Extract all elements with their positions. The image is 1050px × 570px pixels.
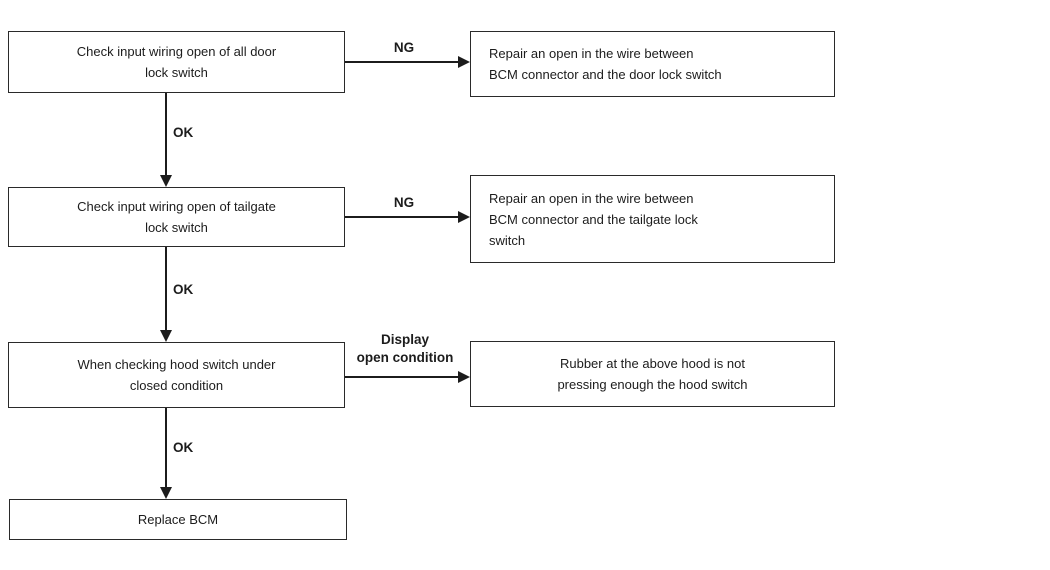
edge-label-ok-3: OK — [173, 440, 194, 455]
arrowhead-down-icon — [160, 175, 172, 187]
edge-label-ok-1: OK — [173, 125, 194, 140]
arrowhead-right-icon — [458, 211, 470, 223]
node-repair-door-lock-wire: Repair an open in the wire between BCM c… — [470, 31, 835, 97]
node-repair-tailgate-lock-wire: Repair an open in the wire between BCM c… — [470, 175, 835, 263]
connector-ok2-line — [165, 247, 167, 331]
arrowhead-right-icon — [458, 371, 470, 383]
node-check-door-lock-switch: Check input wiring open of all door lock… — [8, 31, 345, 93]
connector-display-line — [345, 376, 459, 378]
edge-label-ng-1: NG — [393, 40, 415, 55]
node-check-hood-switch: When checking hood switch under closed c… — [8, 342, 345, 408]
arrowhead-down-icon — [160, 487, 172, 499]
edge-label-ok-2: OK — [173, 282, 194, 297]
connector-ng2-line — [345, 216, 459, 218]
edge-label-display-open-condition: Display open condition — [356, 332, 454, 365]
arrowhead-down-icon — [160, 330, 172, 342]
connector-ng1-line — [345, 61, 459, 63]
node-check-tailgate-lock-switch: Check input wiring open of tailgate lock… — [8, 187, 345, 247]
connector-ok3-line — [165, 408, 167, 488]
node-rubber-hood-switch: Rubber at the above hood is not pressing… — [470, 341, 835, 407]
arrowhead-right-icon — [458, 56, 470, 68]
node-replace-bcm: Replace BCM — [9, 499, 347, 540]
connector-ok1-line — [165, 93, 167, 176]
edge-label-ng-2: NG — [393, 195, 415, 210]
